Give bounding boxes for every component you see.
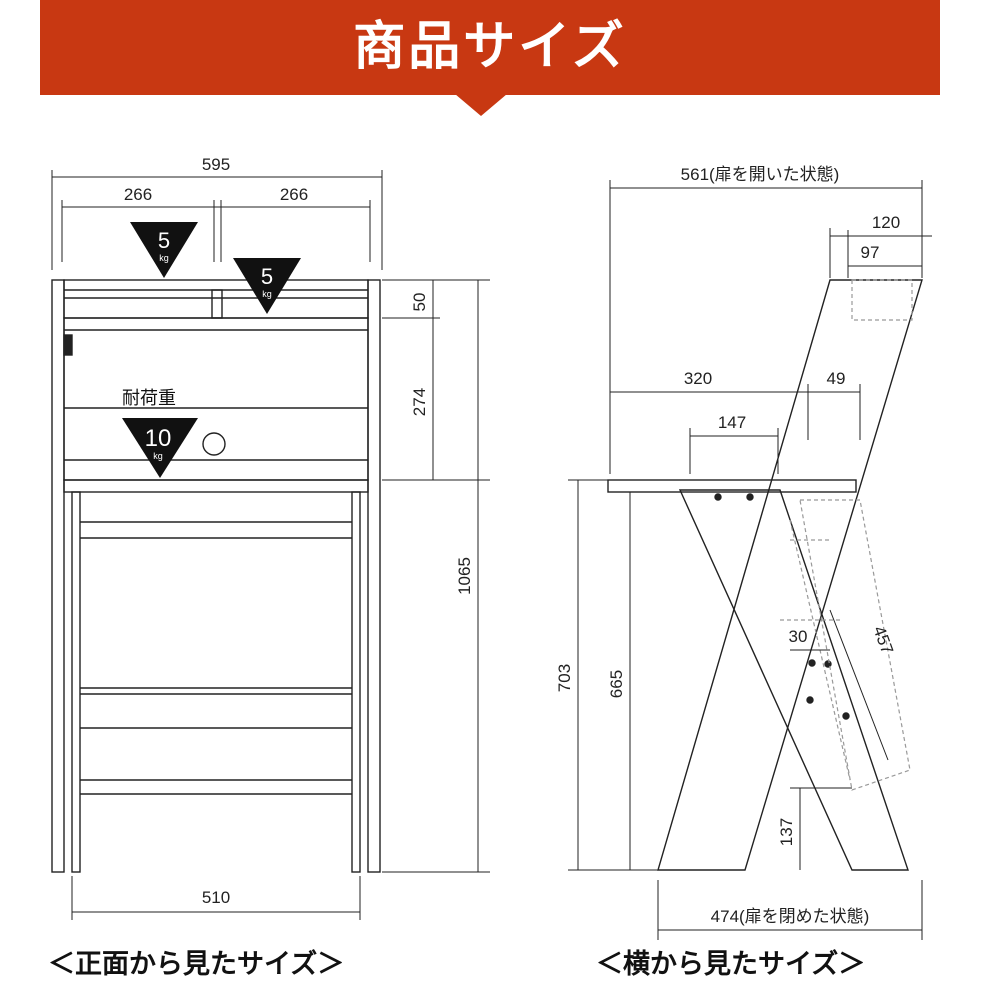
dim-text-desk-depth: 147 [718, 413, 746, 432]
dim-text-leg-height: 665 [607, 670, 626, 698]
dim-text-offset: 30 [789, 627, 808, 646]
dim-bottom-width [71, 876, 361, 920]
dim-text-cabinet-height: 274 [410, 388, 429, 416]
badge-2-value: 5 [261, 264, 273, 289]
dim-text-door-depth: 320 [684, 369, 712, 388]
cabinet-body [63, 317, 369, 481]
side-desk-board [607, 479, 857, 493]
dim-text-top-depth-outer: 120 [872, 213, 900, 232]
dim-text-bottom-width: 510 [202, 888, 230, 907]
dim-text-foot-height: 137 [777, 818, 796, 846]
dim-text-total-height: 1065 [455, 557, 474, 595]
front-view-caption: ＜正面から見たサイズ＞ [48, 949, 345, 980]
load-badge-cabinet [122, 418, 198, 478]
badge-3-value: 10 [145, 425, 172, 452]
side-view [568, 180, 932, 940]
dim-text-total-width: 595 [202, 155, 230, 174]
top-shelf [63, 279, 369, 319]
load-badge-top-left [130, 222, 198, 278]
dim-shelf-halves [61, 200, 371, 262]
dim-text-diagonal: 457 [869, 624, 897, 657]
desk-board [63, 479, 369, 493]
header-notch [455, 94, 507, 116]
dim-text-top-height: 50 [410, 293, 429, 312]
badge-3-unit: kg [153, 451, 163, 461]
header-banner [40, 0, 940, 95]
dim-text-desk-height: 703 [555, 664, 574, 692]
page-title: 商品サイズ [353, 17, 627, 77]
badge-1-value: 5 [158, 228, 170, 253]
side-leg-rear [678, 489, 909, 871]
dim-text-open-width: 561(扉を開いた状態) [681, 165, 840, 184]
side-leg-front [657, 279, 923, 871]
dim-heights [382, 279, 490, 873]
dim-text-shelf-left: 266 [124, 185, 152, 204]
side-dims [568, 180, 932, 940]
dim-total-width [51, 170, 383, 270]
front-left-post [51, 279, 65, 873]
dim-text-inset: 49 [827, 369, 846, 388]
cable-hole [202, 432, 226, 456]
dim-text-closed-width: 474(扉を閉めた状態) [711, 907, 870, 926]
load-label: 耐荷重 [122, 388, 176, 409]
badge-1-unit: kg [159, 253, 169, 263]
front-view [51, 170, 490, 920]
side-view-caption: ＜横から見たサイズ＞ [596, 949, 866, 980]
dim-text-shelf-right: 266 [280, 185, 308, 204]
badge-2-unit: kg [262, 289, 272, 299]
dim-text-top-depth-inner: 97 [861, 243, 880, 262]
load-badge-top-right [233, 258, 301, 314]
cabinet-hinge [63, 334, 73, 356]
front-right-post [367, 279, 381, 873]
